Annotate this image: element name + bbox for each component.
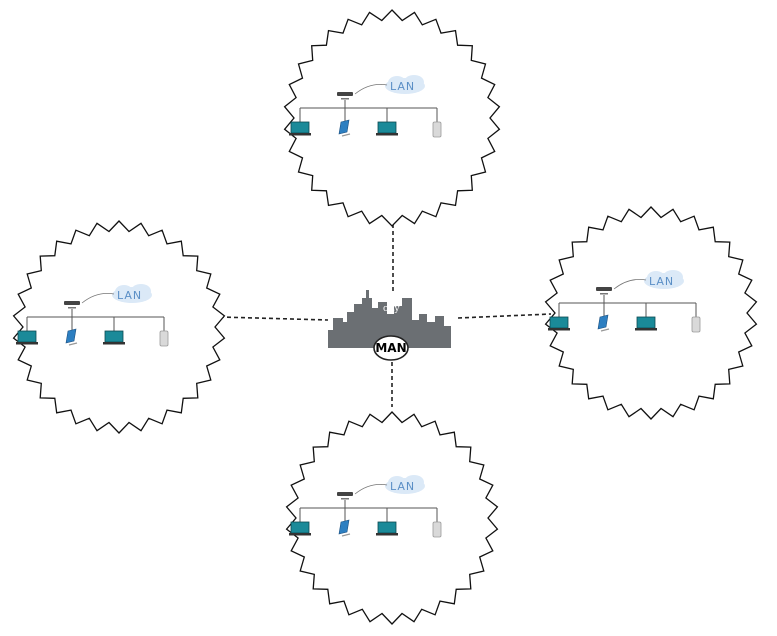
cloud-icon bbox=[385, 75, 425, 94]
lan-boundary bbox=[285, 411, 499, 625]
monitor-icon bbox=[65, 328, 78, 346]
laptop-icon bbox=[376, 121, 398, 136]
laptop-icon bbox=[103, 330, 125, 345]
server-icon bbox=[159, 330, 169, 347]
lan-cluster-bottom: LAN bbox=[285, 411, 499, 625]
laptop-icon bbox=[548, 316, 570, 331]
router-icon bbox=[337, 92, 353, 100]
laptop-icon bbox=[289, 521, 311, 536]
lan-boundary bbox=[283, 9, 501, 227]
monitor-icon bbox=[338, 119, 351, 137]
lan-label: LAN bbox=[390, 80, 415, 93]
man-links bbox=[219, 224, 552, 407]
router-icon bbox=[337, 492, 353, 500]
link-right bbox=[457, 313, 552, 319]
lan-label: LAN bbox=[117, 289, 142, 302]
server-icon bbox=[432, 521, 442, 538]
cloud-icon bbox=[644, 270, 684, 289]
lan-clusters: LAN LAN LAN LAN bbox=[12, 9, 758, 625]
lan-boundary bbox=[12, 220, 226, 434]
laptop-icon bbox=[16, 330, 38, 345]
lan-boundary bbox=[544, 206, 758, 420]
lan-cluster-left: LAN bbox=[12, 220, 226, 434]
city-label: city bbox=[383, 304, 401, 314]
router-cloud-link bbox=[354, 84, 388, 95]
link-left bbox=[219, 316, 329, 321]
man-node: city MAN bbox=[328, 290, 451, 361]
cloud-icon bbox=[385, 475, 425, 494]
man-label: MAN bbox=[375, 341, 406, 355]
router-cloud-link bbox=[354, 484, 388, 495]
server-icon bbox=[432, 121, 442, 138]
monitor-icon bbox=[597, 314, 610, 332]
router-cloud-link bbox=[81, 293, 115, 304]
router-icon bbox=[596, 287, 612, 295]
router-cloud-link bbox=[613, 279, 647, 290]
lan-label: LAN bbox=[390, 480, 415, 493]
laptop-icon bbox=[635, 316, 657, 331]
laptop-icon bbox=[376, 521, 398, 536]
cloud-icon bbox=[112, 284, 152, 303]
man-badge bbox=[373, 335, 409, 361]
lan-cluster-top: LAN bbox=[283, 9, 501, 227]
lan-cluster-right: LAN bbox=[544, 206, 758, 420]
router-icon bbox=[64, 301, 80, 309]
server-icon bbox=[691, 316, 701, 333]
monitor-icon bbox=[338, 519, 351, 537]
laptop-icon bbox=[289, 121, 311, 136]
lan-label: LAN bbox=[649, 275, 674, 288]
